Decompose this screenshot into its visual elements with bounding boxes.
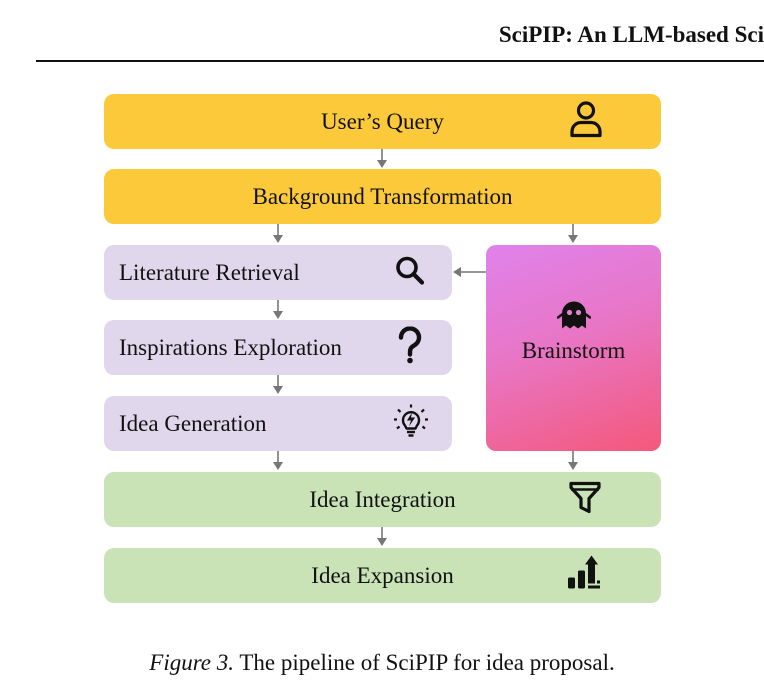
brainstorm-label: Brainstorm [521,338,626,363]
idea-expansion-box: Idea Expansion [104,548,661,603]
inspirations-exploration-label: Inspirations Exploration [119,334,342,360]
figure-label: Figure 3. [149,650,235,675]
arrow-background-to-retrieval [273,224,283,243]
header-rule [36,60,764,62]
ghost-icon [556,298,592,337]
funnel-icon [568,479,602,520]
background-transformation-box: Background Transformation [104,169,661,224]
user-icon [568,100,604,143]
background-transformation-label: Background Transformation [252,183,513,209]
literature-retrieval-box: Literature Retrieval [104,245,452,300]
arrow-generation-to-integration [273,451,283,470]
lightbulb-icon [393,403,429,444]
question-icon [397,325,423,369]
idea-expansion-label: Idea Expansion [311,562,454,588]
idea-generation-label: Idea Generation [119,410,267,436]
figure-caption: Figure 3. The pipeline of SciPIP for ide… [0,650,764,676]
arrow-brainstorm-to-retrieval [453,267,486,277]
idea-generation-box: Idea Generation [104,396,452,451]
users-query-box: User’s Query [104,94,661,149]
idea-integration-label: Idea Integration [309,486,456,512]
brainstorm-box: Brainstorm [486,245,661,451]
growth-chart-icon [566,554,604,597]
arrow-inspirations-to-generation [273,375,283,394]
arrow-brainstorm-to-integration [568,451,578,470]
literature-retrieval-label: Literature Retrieval [119,259,300,285]
arrow-background-to-brainstorm [568,224,578,243]
inspirations-exploration-box: Inspirations Exploration [104,320,452,375]
idea-integration-box: Idea Integration [104,472,661,527]
arrow-integration-to-expansion [377,527,387,546]
users-query-label: User’s Query [321,108,444,134]
search-icon [394,254,426,291]
arrow-query-to-background [377,149,387,168]
caption-text: The pipeline of SciPIP for idea proposal… [234,650,615,675]
running-header: SciPIP: An LLM-based Sci [498,22,764,47]
arrow-retrieval-to-inspirations [273,300,283,319]
